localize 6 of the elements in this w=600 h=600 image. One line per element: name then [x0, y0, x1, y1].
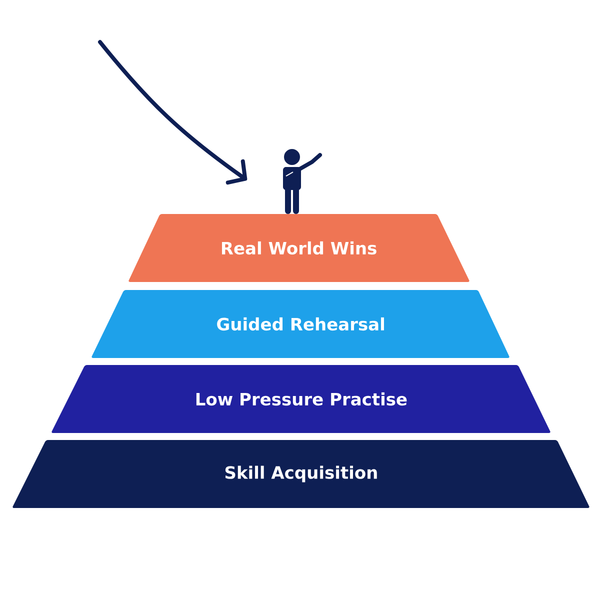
pyramid-tier: Real World Wins [128, 214, 470, 282]
pyramid-tier: Skill Acquisition [12, 440, 590, 508]
arrow [98, 40, 248, 185]
pyramid-tier: Low Pressure Practise [52, 365, 550, 433]
person-icon [283, 149, 322, 214]
pyramid-tier: Guided Rehearsal [92, 290, 510, 358]
